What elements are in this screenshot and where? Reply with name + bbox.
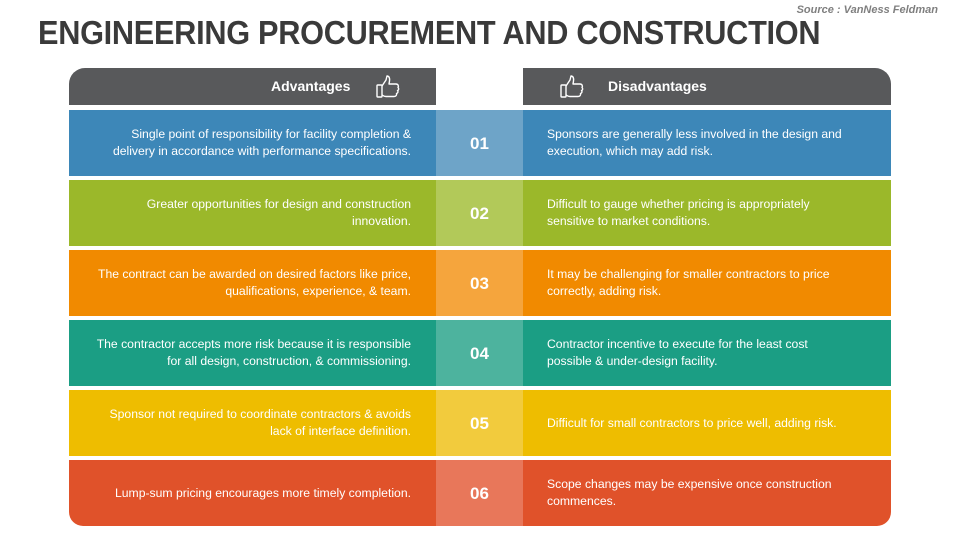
advantage-cell: The contract can be awarded on desired f… <box>69 250 436 316</box>
advantage-cell: The contractor accepts more risk because… <box>69 320 436 386</box>
disadvantage-cell: Difficult for small contractors to price… <box>523 390 891 456</box>
disadvantage-cell: Contractor incentive to execute for the … <box>523 320 891 386</box>
disadvantage-cell: Scope changes may be expensive once cons… <box>523 460 891 526</box>
row-number: 06 <box>436 460 523 526</box>
row-number: 03 <box>436 250 523 316</box>
advantage-cell: Single point of responsibility for facil… <box>69 110 436 176</box>
table-row: The contractor accepts more risk because… <box>69 320 891 386</box>
advantage-cell: Lump-sum pricing encourages more timely … <box>69 460 436 526</box>
thumbs-up-icon <box>559 74 585 100</box>
table-row: Sponsor not required to coordinate contr… <box>69 390 891 456</box>
source-note: Source : VanNess Feldman <box>796 4 938 16</box>
row-number: 04 <box>436 320 523 386</box>
disadvantage-cell: Difficult to gauge whether pricing is ap… <box>523 180 891 246</box>
disadvantage-cell: It may be challenging for smaller contra… <box>523 250 891 316</box>
page-title: ENGINEERING PROCUREMENT AND CONSTRUCTION <box>38 14 821 51</box>
row-number: 05 <box>436 390 523 456</box>
row-number: 01 <box>436 110 523 176</box>
table-row: Single point of responsibility for facil… <box>69 110 891 176</box>
advantages-header-label: Advantages <box>271 78 351 94</box>
advantage-cell: Sponsor not required to coordinate contr… <box>69 390 436 456</box>
row-number: 02 <box>436 180 523 246</box>
disadvantage-cell: Sponsors are generally less involved in … <box>523 110 891 176</box>
table-row: Greater opportunities for design and con… <box>69 180 891 246</box>
disadvantages-header: Disadvantages <box>523 68 891 105</box>
table-row: Lump-sum pricing encourages more timely … <box>69 460 891 526</box>
table-row: The contract can be awarded on desired f… <box>69 250 891 316</box>
advantages-header: Advantages <box>69 68 436 105</box>
advantage-cell: Greater opportunities for design and con… <box>69 180 436 246</box>
disadvantages-header-label: Disadvantages <box>608 78 707 94</box>
thumbs-up-icon <box>375 74 401 100</box>
